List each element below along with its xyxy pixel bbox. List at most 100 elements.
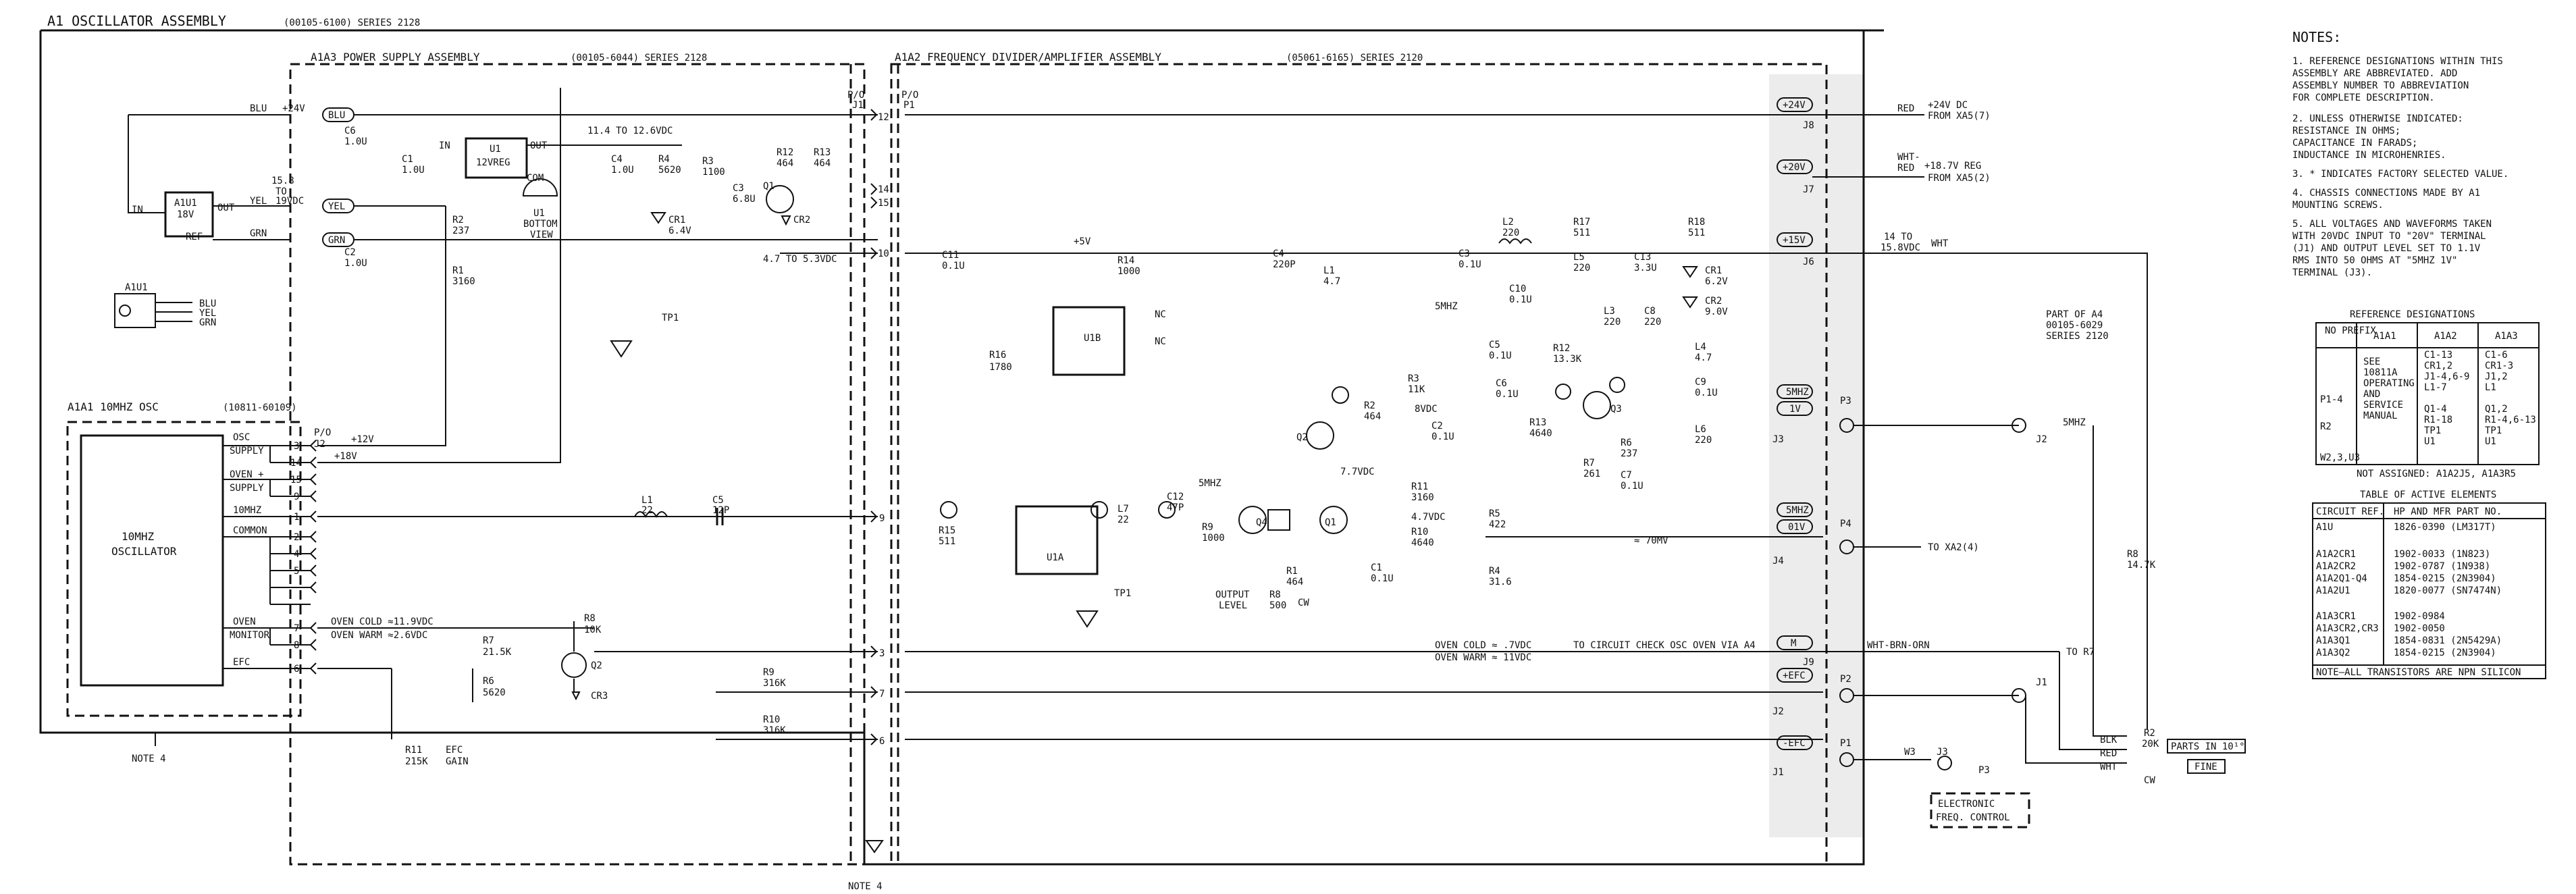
note-line: 5. ALL VOLTAGES AND WAVEFORMS TAKEN — [2292, 219, 2492, 230]
note-line: TERMINAL (J3). — [2292, 267, 2372, 278]
a1u1-label: A1U1 — [174, 198, 197, 209]
pin-2: 2 — [294, 532, 299, 543]
pin-1: 1 — [294, 512, 299, 523]
r8-wire — [2093, 425, 2127, 737]
div-c6-value: 0.1U — [1496, 389, 1519, 400]
div-q4-transistor — [1238, 506, 1267, 534]
div-c4: C4 — [1273, 248, 1284, 259]
v47-label: 4.7 TO 5.3VDC — [763, 254, 837, 265]
div-c6: C6 — [1496, 378, 1507, 389]
part-a4-2: 00105-6029 — [2046, 320, 2103, 331]
osc-r7-value: 21.5K — [483, 647, 512, 658]
div-r17: R17 — [1573, 217, 1590, 228]
note-line: 1. REFERENCE DESIGNATIONS WITHIN THIS — [2292, 56, 2503, 67]
a1a1-border — [66, 421, 302, 717]
active-cell: A1A2Q1-Q4 — [2316, 573, 2367, 584]
a1a1-title: A1A1 10MHZ OSC — [68, 400, 159, 413]
wht-label: WHT — [2100, 762, 2118, 772]
a1a2-title: A1A2 FREQUENCY DIVIDER/AMPLIFIER ASSEMBL… — [895, 51, 1161, 63]
div-r8-value: 500 — [1269, 600, 1286, 611]
div-v8: 8VDC — [1415, 404, 1438, 415]
refdes-cell: R2 — [2320, 421, 2332, 432]
div-l5: L5 — [1573, 252, 1585, 263]
a1u1-out: OUT — [217, 203, 235, 213]
j3-connector — [1937, 756, 1952, 770]
parts-in-10-box — [2167, 739, 2246, 754]
refdes-header: A1A1 — [2373, 331, 2396, 342]
div-c5-value: 0.1U — [1489, 350, 1512, 361]
osc-cr3-diode — [571, 691, 581, 701]
not-assigned: NOT ASSIGNED: A1A2J5, A1A3R5 — [2357, 469, 2516, 479]
div-c1: C1 — [1371, 562, 1382, 573]
div-cr1-value: 6.2V — [1705, 276, 1728, 287]
div-r10-value: 4640 — [1411, 537, 1434, 548]
ps-ground-symbol — [610, 340, 633, 358]
electronic-freq-box — [1930, 792, 2030, 829]
refdes-cell: AND — [2363, 389, 2380, 400]
blk-label: BLK — [2100, 735, 2118, 745]
wht-wire-label: WHT — [1931, 238, 1949, 249]
refdes-title: REFERENCE DESIGNATIONS — [2350, 309, 2475, 320]
note-line: 2. UNLESS OTHERWISE INDICATED: — [2292, 113, 2463, 124]
pkg-label: A1U1 — [125, 282, 148, 293]
oven-warm-label: OVEN WARM ≈2.6VDC — [331, 630, 427, 641]
div-l1-value: 4.7 — [1323, 276, 1340, 287]
refdes-cell: TP1 — [2424, 425, 2441, 436]
div-5mhz-b: 5MHZ — [1435, 301, 1458, 312]
efc-gain-label-2: GAIN — [446, 756, 469, 767]
u1-com-label: COM — [527, 173, 544, 184]
div-oven-cold: OVEN COLD ≈ .7VDC — [1435, 640, 1531, 651]
term-j8: J8 — [1803, 120, 1814, 131]
pin-7: 7 — [294, 623, 299, 634]
div-r1: R1 — [1286, 566, 1298, 577]
div-r18-value: 511 — [1688, 228, 1705, 238]
note-line: FOR COMPLETE DESCRIPTION. — [2292, 93, 2435, 103]
output-level-label-2: LEVEL — [1219, 600, 1247, 611]
div-cw: CW — [1298, 598, 1309, 608]
refdes-cell: C1-13 — [2424, 350, 2452, 361]
ps-cr1: CR1 — [668, 215, 685, 226]
to-label: TO — [275, 186, 287, 197]
div-70mv: ≈ 70MV — [1634, 535, 1668, 546]
ps-cr1-value: 6.4V — [668, 226, 691, 236]
wbo-label: WHT-BRN-ORN — [1867, 640, 1930, 651]
ps-r12-value: 464 — [777, 158, 793, 169]
div-cr1: CR1 — [1705, 265, 1722, 276]
pin-14: 14 — [290, 458, 302, 469]
div-c11-value: 0.1U — [942, 261, 965, 271]
ps-c3: C3 — [733, 183, 744, 194]
div-r9-value: 1000 — [1202, 533, 1225, 544]
osc-r11-value: 215K — [405, 756, 428, 767]
freq-control-label: FREQ. CONTROL — [1936, 812, 2010, 823]
a1u1-package-hole — [119, 305, 131, 317]
note-line: MOUNTING SCREWS. — [2292, 200, 2384, 211]
from1-label: FROM XA5(7) — [1928, 111, 1991, 122]
shaded-connector-region — [1769, 74, 1864, 837]
ps-r4-value: 5620 — [658, 165, 681, 176]
a1u1-package-icon — [114, 293, 156, 328]
red-label: RED — [2100, 748, 2117, 759]
ps-cr2: CR2 — [793, 215, 810, 226]
refdes-table: REFERENCE DESIGNATIONS NO PREFIX A1A1 A1… — [2315, 309, 2540, 479]
j1-pin-9: 9 — [879, 513, 885, 524]
note-line: ASSEMBLY NUMBER TO ABBREVIATION — [2292, 80, 2469, 91]
active-cell: 1854-0215 (2N3904) — [2394, 573, 2496, 584]
refdes-cell: 10811A — [2363, 367, 2398, 378]
div-c4-value: 220P — [1273, 259, 1296, 270]
term-24v: +24V — [1783, 100, 1806, 111]
right-j1: J1 — [2036, 677, 2047, 688]
ps-r3: R3 — [702, 156, 714, 167]
osc-r10: R10 — [763, 714, 780, 725]
ps-c1-value: 1.0U — [402, 165, 425, 176]
osc-r7: R7 — [483, 635, 494, 646]
term-p3: P3 — [1840, 396, 1851, 406]
div-l2: L2 — [1502, 217, 1514, 228]
test-point-6-icon — [1609, 377, 1625, 393]
div-q4: Q4 — [1256, 517, 1267, 528]
div-l7-value: 22 — [1118, 515, 1129, 525]
j1-connector-chevrons — [870, 109, 878, 745]
a1u1-in-wire — [128, 115, 165, 213]
div-r6: R6 — [1621, 438, 1632, 448]
osc-c5: C5 — [712, 495, 724, 506]
